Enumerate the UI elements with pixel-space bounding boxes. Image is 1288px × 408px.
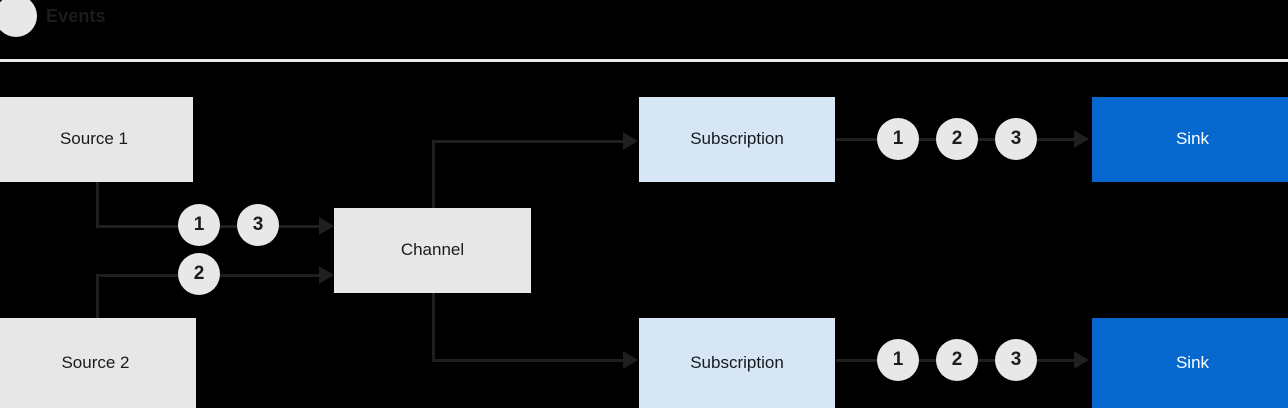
event-badge: 2: [936, 118, 978, 160]
event-badge: 3: [995, 118, 1037, 160]
arrowhead-subscription-bottom-to-sink: [1074, 351, 1089, 369]
node-subscription-bottom[interactable]: Subscription: [639, 318, 835, 408]
event-badge: 1: [877, 118, 919, 160]
connector-channel-top-horizontal: [432, 140, 625, 143]
arrowhead-channel-to-subscription-top: [623, 132, 638, 150]
node-source-1[interactable]: Source 1: [0, 97, 193, 182]
event-badge: 2: [178, 253, 220, 295]
event-badge: 2: [936, 339, 978, 381]
event-badge: 1: [877, 339, 919, 381]
arrowhead-source1-to-channel: [319, 217, 334, 235]
legend-label: Events: [46, 6, 106, 26]
connector-channel-top-vertical: [432, 140, 435, 210]
event-badge: 3: [995, 339, 1037, 381]
event-circle-icon: [0, 0, 37, 37]
connector-source2-vertical: [96, 274, 99, 320]
node-sink-bottom[interactable]: Sink: [1092, 318, 1288, 408]
event-badge: 1: [178, 204, 220, 246]
header-divider: [0, 59, 1288, 62]
node-subscription-top[interactable]: Subscription: [639, 97, 835, 182]
arrowhead-subscription-top-to-sink: [1074, 130, 1089, 148]
node-channel[interactable]: Channel: [334, 208, 531, 293]
connector-channel-bottom-vertical: [432, 291, 435, 362]
connector-channel-bottom-horizontal: [432, 359, 625, 362]
arrowhead-source2-to-channel: [319, 266, 334, 284]
node-sink-top[interactable]: Sink: [1092, 97, 1288, 182]
event-badge: 3: [237, 204, 279, 246]
connector-source1-vertical: [96, 182, 99, 228]
node-source-2[interactable]: Source 2: [0, 318, 196, 408]
arrowhead-channel-to-subscription-bottom: [623, 351, 638, 369]
